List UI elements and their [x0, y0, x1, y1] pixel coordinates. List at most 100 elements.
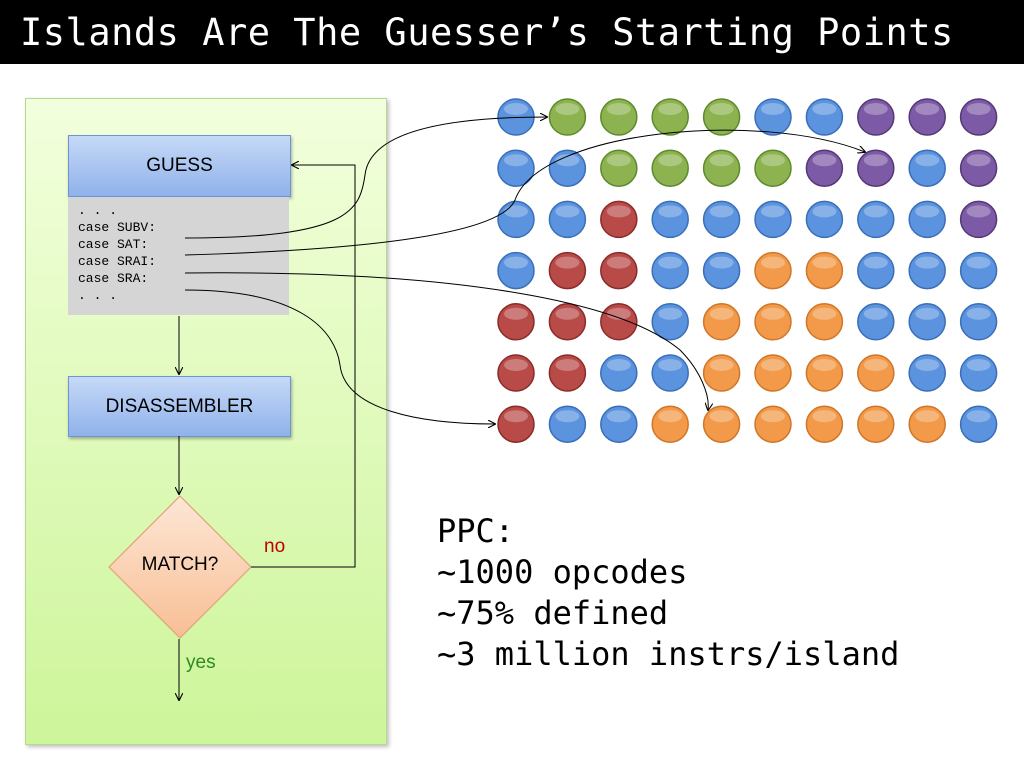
opcode-dot-highlight	[863, 307, 888, 320]
opcode-dot	[497, 149, 535, 187]
opcode-dot	[754, 251, 792, 290]
ppc-line: ~75% defined	[437, 594, 669, 632]
opcode-dot	[908, 354, 946, 392]
opcode-dot	[805, 405, 844, 443]
disassembler-label: DISASSEMBLER	[105, 395, 254, 417]
code-line: . . .	[78, 288, 118, 303]
opcode-dot-highlight	[915, 205, 940, 218]
opcode-dot-highlight	[504, 154, 528, 167]
opcode-dot-highlight	[761, 256, 785, 269]
opcode-dot	[702, 98, 741, 136]
match-diamond	[108, 495, 252, 639]
opcode-dot	[651, 405, 689, 443]
opcode-dot	[600, 251, 638, 290]
opcode-dot-highlight	[863, 103, 888, 115]
opcode-dot	[548, 98, 587, 136]
opcode-dot-highlight	[504, 103, 528, 115]
opcode-dot-highlight	[504, 205, 528, 218]
opcode-dot	[651, 200, 689, 239]
opcode-dot	[497, 405, 535, 443]
opcode-dot-highlight	[658, 359, 683, 371]
opcode-dot-highlight	[812, 307, 837, 320]
opcode-dot	[857, 251, 895, 290]
opcode-dot	[959, 303, 998, 341]
opcode-dot	[908, 149, 946, 187]
opcode-dot-highlight	[606, 205, 631, 218]
opcode-dot	[857, 405, 895, 443]
opcode-dot	[548, 251, 587, 290]
opcode-dot-highlight	[504, 256, 528, 269]
opcode-dot-highlight	[761, 154, 785, 167]
opcode-dot-highlight	[915, 103, 940, 115]
opcode-dot-highlight	[555, 103, 580, 115]
opcode-dot-highlight	[915, 410, 940, 423]
opcode-dot	[702, 354, 741, 392]
title-bar: Islands Are The Guesser’s Starting Point…	[0, 0, 1024, 64]
opcode-dot-highlight	[555, 359, 580, 371]
opcode-dot	[651, 354, 689, 392]
opcode-dot	[754, 303, 792, 341]
opcode-dot-highlight	[863, 410, 888, 423]
opcode-dot	[805, 251, 844, 290]
opcode-dot-highlight	[658, 256, 683, 269]
opcode-dot-highlight	[966, 410, 991, 423]
opcode-dot-highlight	[812, 410, 837, 423]
opcode-dot-highlight	[966, 103, 991, 115]
opcode-dot	[754, 200, 792, 239]
code-box: . . . case SUBV: case SAT: case SRAI: ca…	[68, 197, 289, 315]
opcode-dot	[908, 251, 946, 290]
opcode-dot-highlight	[555, 307, 580, 320]
opcode-dot-highlight	[555, 410, 580, 423]
opcode-dot-highlight	[658, 154, 683, 167]
code-line: case SUBV:	[78, 220, 157, 235]
opcode-dot-highlight	[812, 103, 837, 115]
opcode-dot-highlight	[555, 205, 580, 218]
opcode-dot-highlight	[555, 256, 580, 269]
opcode-dot	[908, 200, 946, 239]
opcode-dot-highlight	[709, 256, 734, 269]
ppc-line: PPC:	[437, 512, 515, 550]
code-line: case SRAI:	[78, 254, 157, 269]
opcode-dot-highlight	[863, 256, 888, 269]
opcode-dot	[600, 303, 638, 341]
code-line: case SRA:	[78, 271, 149, 286]
opcode-dot-highlight	[761, 103, 785, 115]
opcode-dot	[497, 303, 535, 341]
opcode-dot	[754, 98, 792, 136]
disassembler-box: DISASSEMBLER	[68, 376, 291, 437]
opcode-dot	[908, 303, 946, 341]
opcode-dot	[805, 149, 844, 187]
opcode-dot	[651, 149, 689, 187]
opcode-dot	[805, 98, 844, 136]
match-label: MATCH?	[141, 554, 219, 575]
opcode-dot-highlight	[761, 359, 785, 371]
opcode-dot-highlight	[606, 154, 631, 167]
opcode-dot-highlight	[709, 205, 734, 218]
opcode-dot	[959, 354, 998, 392]
ppc-line: ~3 million instrs/island	[437, 635, 900, 673]
ppc-stats: PPC: ~1000 opcodes ~75% defined ~3 milli…	[437, 512, 899, 676]
opcode-dot	[754, 354, 792, 392]
opcode-dot-highlight	[658, 307, 683, 320]
opcode-dot-highlight	[606, 103, 631, 115]
opcode-dot-highlight	[915, 307, 940, 320]
opcode-dot	[651, 251, 689, 290]
opcode-dot	[754, 405, 792, 443]
opcode-dot-highlight	[709, 154, 734, 167]
opcode-dot	[908, 98, 946, 136]
opcode-dot	[857, 354, 895, 392]
opcode-dot-highlight	[966, 359, 991, 371]
opcode-dot	[959, 98, 998, 136]
opcode-dot	[702, 251, 741, 290]
opcode-dot	[600, 405, 638, 443]
opcode-dot	[702, 149, 741, 187]
opcode-dot	[702, 405, 741, 443]
opcode-dot	[805, 303, 844, 341]
ppc-line: ~1000 opcodes	[437, 553, 688, 591]
opcode-dot-highlight	[606, 256, 631, 269]
opcode-dot-highlight	[709, 307, 734, 320]
opcode-dot	[959, 200, 998, 239]
sat-island-arrow	[184, 129, 865, 256]
opcode-dot-highlight	[658, 410, 683, 423]
